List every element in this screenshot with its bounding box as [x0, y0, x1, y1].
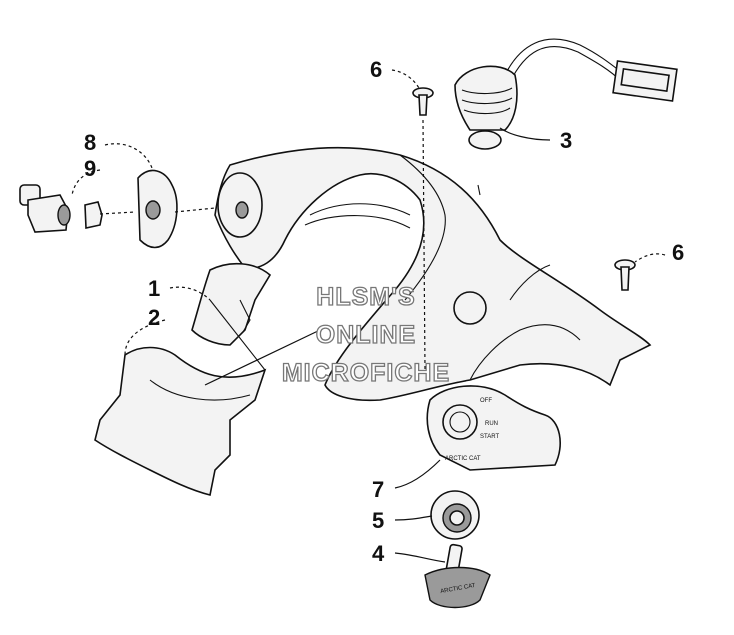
callout-9: 9: [84, 156, 96, 181]
part-2-lower-panel: [94, 299, 321, 496]
part-7-ignition-plate: OFF RUN START ARCTIC CAT: [426, 385, 561, 471]
watermark-line-3: MICROFICHE: [282, 359, 450, 387]
callout-numbers: 1 2 3 4 5 6 6 7 8 9: [84, 57, 684, 566]
callout-7: 7: [372, 477, 384, 502]
callout-5: 5: [372, 508, 384, 533]
watermark-line-1: HLSM'S: [316, 283, 415, 311]
part-6-screw-right: [614, 259, 636, 291]
plate-position-run: RUN: [485, 421, 498, 427]
watermark-line-2: ONLINE: [316, 321, 416, 349]
part-3-wiring-harness: [454, 38, 678, 150]
part-8-mounting-plate: [137, 169, 216, 249]
leader-lines: [71, 69, 666, 563]
part-9-accessory-plug: [19, 184, 136, 233]
console-housing: [214, 146, 652, 402]
part-1-bracket: [191, 262, 272, 346]
plate-position-off: OFF: [480, 398, 492, 404]
part-4-key: ARCTIC CAT: [424, 543, 491, 609]
callout-6-right: 6: [672, 240, 684, 265]
callout-6-upper: 6: [370, 57, 382, 82]
plate-position-start: START: [480, 434, 499, 440]
part-5-switch-nut: [430, 490, 480, 540]
callout-4: 4: [372, 541, 385, 566]
callout-8: 8: [84, 130, 96, 155]
part-6-screw-upper: [412, 87, 434, 371]
watermark: HLSM'S ONLINE MICROFICHE: [281, 282, 450, 387]
callout-1: 1: [148, 276, 160, 301]
callout-2: 2: [148, 305, 160, 330]
plate-brand-text: ARCTIC CAT: [445, 456, 481, 462]
callout-3: 3: [560, 128, 572, 153]
